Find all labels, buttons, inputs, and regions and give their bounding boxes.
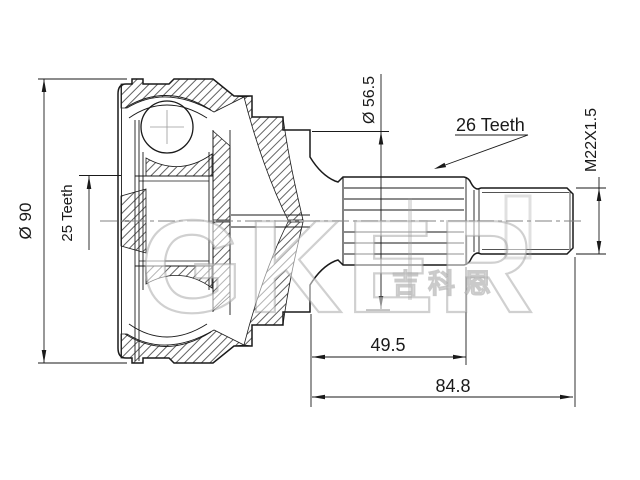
ball-center-marks xyxy=(150,110,184,144)
shaft-spline-lines xyxy=(344,187,464,255)
dim-inner-spline-label: 25 Teeth xyxy=(59,184,76,241)
hatch-upper-back-wall xyxy=(243,95,304,221)
dim-spline-length xyxy=(310,267,467,407)
dim-outer-diameter xyxy=(38,78,127,364)
dim-spline-length-label: 49.5 xyxy=(370,335,405,355)
dim-inner-spline xyxy=(79,175,121,250)
watermark-brand-text: GKER xyxy=(140,193,537,340)
dim-outer-diameter-label: Ø 90 xyxy=(16,203,35,240)
leader-shaft-spline xyxy=(434,134,529,169)
section-hatching xyxy=(120,78,304,364)
watermark-logo-block xyxy=(504,194,532,260)
dim-shaft-spline-label: 26 Teeth xyxy=(456,115,525,135)
dim-thread xyxy=(576,177,606,255)
bearing-ball xyxy=(140,100,194,154)
dim-boot-seat-diameter-label: Ø 56.5 xyxy=(361,76,378,124)
dim-boot-seat-diameter xyxy=(312,74,390,311)
dim-overall-length xyxy=(312,257,576,407)
watermark-chinese-text: 吉科恩 xyxy=(392,269,500,299)
cv-joint-silhouette xyxy=(117,78,574,364)
hatch-upper-inner-race xyxy=(145,153,213,177)
dimension-lines xyxy=(38,74,606,407)
hatch-lower-inner-race xyxy=(145,265,213,289)
hatch-lower-back-wall xyxy=(243,221,304,347)
dim-thread-label: M22X1.5 xyxy=(583,108,600,172)
dim-overall-length-label: 84.8 xyxy=(435,376,470,396)
interior-details xyxy=(124,95,464,361)
watermark: GKER 吉科恩 xyxy=(139,192,537,341)
